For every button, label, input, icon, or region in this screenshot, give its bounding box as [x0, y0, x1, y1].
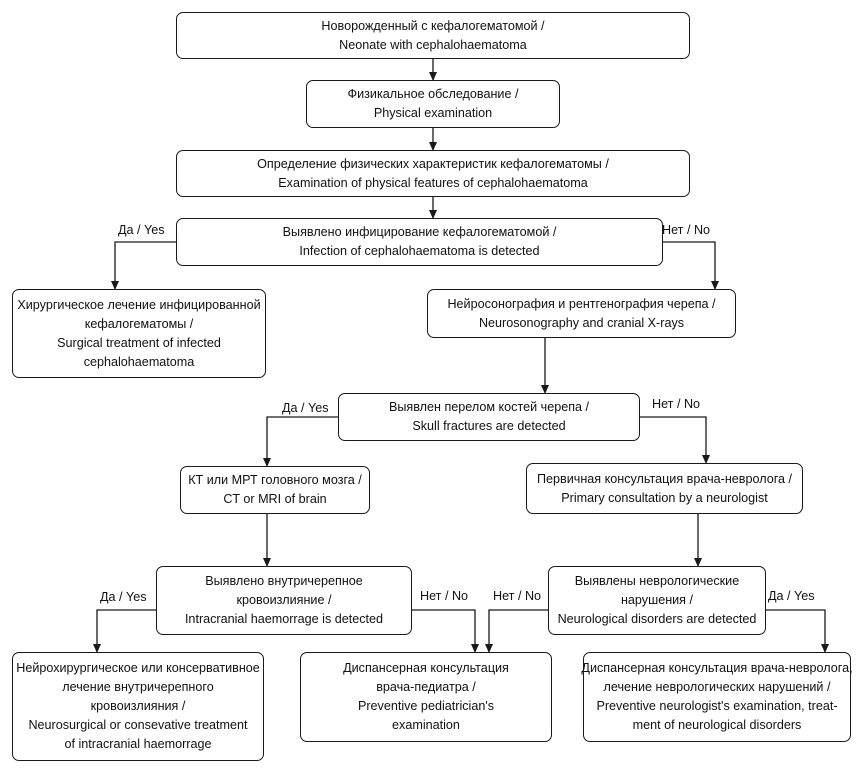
node-neuro-disorders: Выявлены неврологические нарушения / Neu… — [548, 566, 766, 635]
edge-label-no: Нет / No — [652, 397, 701, 411]
node-neurologist-consult-line: Primary consultation by a neurologist — [561, 490, 768, 505]
node-skull-fracture-line: Skull fractures are detected — [412, 419, 566, 433]
node-neurosurgical-treatment: Нейрохирургическое или консервативное ле… — [12, 652, 264, 761]
node-neurosurgical-treatment-line: кровоизлияния / — [90, 699, 186, 713]
node-skull-fracture: Выявлен перелом костей черепа / Skull fr… — [338, 393, 640, 441]
edge-label-no: Нет / No — [420, 589, 469, 603]
node-neurosonography-line: Neurosonography and cranial X-rays — [478, 315, 685, 330]
node-neurosurgical-treatment-line: of intracranial haemorrage — [64, 737, 212, 751]
edge-label-yes: Да / Yes — [118, 223, 165, 237]
node-haemorrhage-detected-line: кровоизлияние / — [236, 593, 332, 607]
arrow-disorders-yes-to-neurologist-preventive — [766, 609, 829, 653]
node-features-exam: Определение физических характеристик кеф… — [176, 150, 690, 197]
node-neurosonography-line: Нейросонография и рентгенография черепа … — [447, 296, 716, 311]
node-neuro-disorders-line: Выявлены неврологические — [574, 574, 740, 588]
node-surgical-treatment-line: кефалогематомы / — [84, 316, 194, 331]
node-neurologist-consult: Первичная консультация врача-невролога /… — [526, 463, 803, 514]
edge-label-no: Нет / No — [493, 589, 542, 603]
node-neurologist-preventive-line: ment of neurological disorders — [632, 718, 802, 732]
node-ct-mri-line: CT or MRI of brain — [223, 492, 327, 506]
node-infection-detected: Выявлено инфицирование кефалогематомой /… — [176, 218, 663, 266]
node-surgical-treatment-line: cephalohaematoma — [83, 354, 195, 369]
node-physical-exam-line: Physical examination — [373, 106, 493, 120]
arrow-infection-no-to-neurosonography — [663, 241, 719, 290]
arrow-haemorrhage-no-to-pediatrician — [412, 609, 479, 653]
node-features-exam-line: Определение физических характеристик кеф… — [257, 156, 609, 171]
node-neuro-disorders-line: Neurological disorders are detected — [557, 612, 757, 626]
node-haemorrhage-detected-line: Intracranial haemorrage is detected — [184, 612, 384, 626]
node-features-exam-line: Examination of physical features of ceph… — [278, 175, 588, 190]
edge-label-yes: Да / Yes — [768, 589, 815, 603]
edge-label-yes: Да / Yes — [282, 401, 329, 415]
node-physical-exam-line: Физикальное обследование / — [347, 87, 519, 101]
node-neuro-disorders-line: нарушения / — [620, 593, 694, 607]
node-neurologist-preventive-line: Диспансерная консультация врача-невролог… — [581, 661, 853, 675]
node-neurosurgical-treatment-line: Neurosurgical or consevative treatment — [28, 718, 248, 732]
node-physical-exam: Физикальное обследование / Physical exam… — [306, 80, 560, 128]
edge-label-no: Нет / No — [662, 223, 711, 237]
node-pediatrician: Диспансерная консультация врача-педиатра… — [300, 652, 552, 742]
node-infection-detected-line: Выявлено инфицирование кефалогематомой / — [282, 225, 557, 239]
node-infection-detected-line: Infection of cephalohaematoma is detecte… — [299, 244, 540, 258]
node-neurosurgical-treatment-line: Нейрохирургическое или консервативное — [16, 661, 260, 675]
node-neurologist-preventive-line: Preventive neurologist's examination, tr… — [596, 699, 838, 713]
node-neonate-line: Neonate with cephalohaematoma — [339, 37, 527, 52]
node-neurologist-preventive-line: лечение неврологических нарушений / — [603, 680, 831, 694]
node-ct-mri: КТ или МРТ головного мозга / CT or MRI o… — [180, 466, 370, 514]
node-pediatrician-line: врача-педиатра / — [376, 680, 476, 694]
node-surgical-treatment-line: Хирургическое лечение инфицированной — [17, 297, 261, 312]
arrow-fracture-yes-to-ct — [263, 416, 338, 467]
node-neonate: Новорожденный с кефалогематомой / Neonat… — [176, 12, 690, 59]
edge-label-yes: Да / Yes — [100, 590, 147, 604]
node-pediatrician-line: examination — [392, 718, 460, 732]
node-haemorrhage-detected: Выявлено внутричерепное кровоизлияние / … — [156, 566, 412, 635]
arrow-fracture-no-to-neurologist — [640, 416, 710, 464]
arrow-infection-yes-to-surgical — [111, 241, 176, 290]
node-neurosonography: Нейросонография и рентгенография черепа … — [427, 289, 736, 338]
arrow-disorders-no-to-pediatrician — [485, 609, 548, 653]
node-neurologist-consult-line: Первичная консультация врача-невролога / — [536, 471, 793, 486]
node-neurosurgical-treatment-line: лечение внутричерепного — [62, 680, 214, 694]
node-ct-mri-line: КТ или МРТ головного мозга / — [188, 473, 362, 487]
node-surgical-treatment: Хирургическое лечение инфицированной кеф… — [12, 289, 266, 378]
node-haemorrhage-detected-line: Выявлено внутричерепное — [205, 574, 363, 588]
node-pediatrician-line: Preventive pediatrician's — [357, 699, 495, 713]
node-surgical-treatment-line: Surgical treatment of infected — [57, 335, 221, 350]
node-skull-fracture-line: Выявлен перелом костей черепа / — [388, 400, 590, 414]
node-neonate-line: Новорожденный с кефалогематомой / — [321, 18, 545, 33]
node-neurologist-preventive: Диспансерная консультация врача-невролог… — [581, 652, 853, 742]
arrow-haemorrhage-yes-to-neurosurgical — [93, 609, 156, 653]
node-pediatrician-line: Диспансерная консультация — [343, 661, 509, 675]
